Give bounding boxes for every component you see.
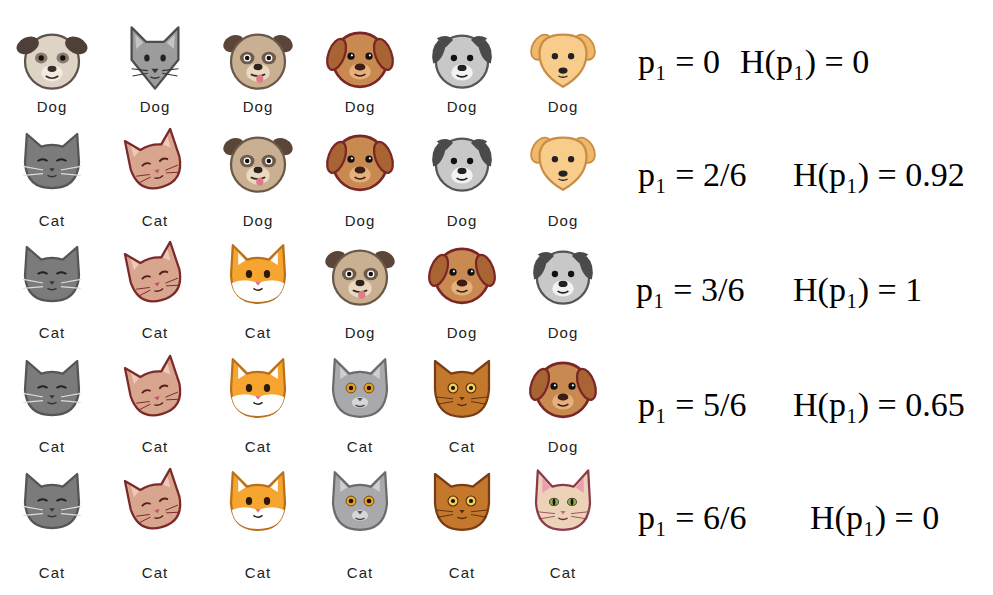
class-label: Cat [39,212,65,229]
class-label: Cat [39,438,65,455]
class-label: Dog [243,212,274,229]
dog-icon [527,31,599,87]
dog-icon [526,363,599,417]
class-label: Cat [245,438,271,455]
dog-icon [432,139,492,191]
class-label: Dog [548,324,579,341]
entropy-formula: p₁ = 0 [638,43,720,81]
cat-icon [435,361,489,417]
dog-icon [14,33,91,88]
class-label: Cat [347,564,373,581]
class-label: Cat [39,564,65,581]
class-label: Cat [449,564,475,581]
class-label: Dog [447,324,478,341]
class-label: Cat [245,324,271,341]
cat-icon [333,359,387,417]
class-label: Cat [142,324,168,341]
cat-icon [123,355,186,420]
cat-icon [23,361,81,415]
class-label: Dog [345,212,376,229]
class-label: Dog [548,438,579,455]
class-label: Dog [548,212,579,229]
cat-icon [23,474,81,528]
dog-icon [527,134,599,190]
cat-icon [123,128,186,193]
class-label: Dog [345,98,376,115]
class-label: Dog [447,98,478,115]
class-label: Cat [142,564,168,581]
entropy-formula: p₁ = 2/6 [638,156,746,194]
entropy-formula: H(p₁) = 1 [793,271,922,309]
dog-icon [323,136,396,190]
class-label: Dog [345,324,376,341]
dog-icon [533,252,593,304]
class-label: Cat [245,564,271,581]
cat-icon [132,27,179,88]
cat-icon [123,468,186,533]
dog-icon [220,32,295,89]
class-label: Dog [140,98,171,115]
class-label: Cat [347,438,373,455]
cat-icon [435,474,489,530]
dog-icon [322,248,397,305]
cat-icon [23,134,81,188]
class-label: Cat [550,564,576,581]
cat-icon [23,247,81,301]
class-label: Dog [37,98,68,115]
class-label: Cat [39,324,65,341]
entropy-formula: H(p₁) = 0 [740,43,869,81]
cat-icon [231,245,285,303]
entropy-formula: H(p₁) = 0.92 [793,156,965,194]
dog-icon [425,249,498,303]
class-label: Cat [142,212,168,229]
entropy-formula: p₁ = 5/6 [638,386,746,424]
cat-icon [231,359,285,417]
entropy-formula: p₁ = 3/6 [636,271,744,309]
class-label: Dog [243,98,274,115]
class-label: Dog [447,212,478,229]
cat-icon [231,472,285,530]
class-label: Cat [449,438,475,455]
cat-icon [333,472,387,530]
class-label: Cat [142,438,168,455]
entropy-formula: p₁ = 6/6 [638,499,746,537]
dog-icon [432,36,492,88]
class-label: Dog [548,98,579,115]
dog-icon [220,135,295,192]
cat-icon [536,470,590,529]
entropy-formula: H(p₁) = 0 [810,499,939,537]
cat-icon [123,241,186,306]
dog-icon [323,33,396,87]
entropy-formula: H(p₁) = 0.65 [793,386,965,424]
